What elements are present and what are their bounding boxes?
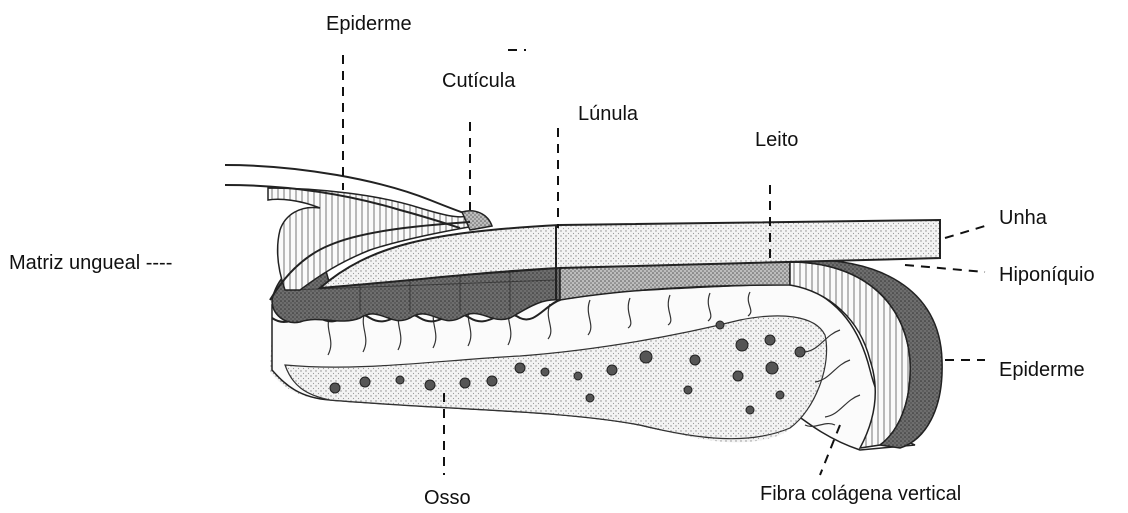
label-cuticula: Cutícula xyxy=(442,71,515,91)
label-fibra: Fibra colágena vertical xyxy=(760,484,961,504)
label-osso: Osso xyxy=(424,488,471,508)
label-epiderme-right: Epiderme xyxy=(999,360,1085,380)
leader-hiponiquio xyxy=(905,265,985,272)
label-hiponiquio: Hiponíquio xyxy=(999,265,1095,285)
label-leito: Leito xyxy=(755,130,798,150)
leader-unha xyxy=(945,226,985,238)
label-unha: Unha xyxy=(999,208,1047,228)
label-matriz: Matriz ungueal ---- xyxy=(9,253,172,273)
label-epiderme-top: Epiderme xyxy=(326,14,412,34)
label-lunula: Lúnula xyxy=(578,104,638,124)
